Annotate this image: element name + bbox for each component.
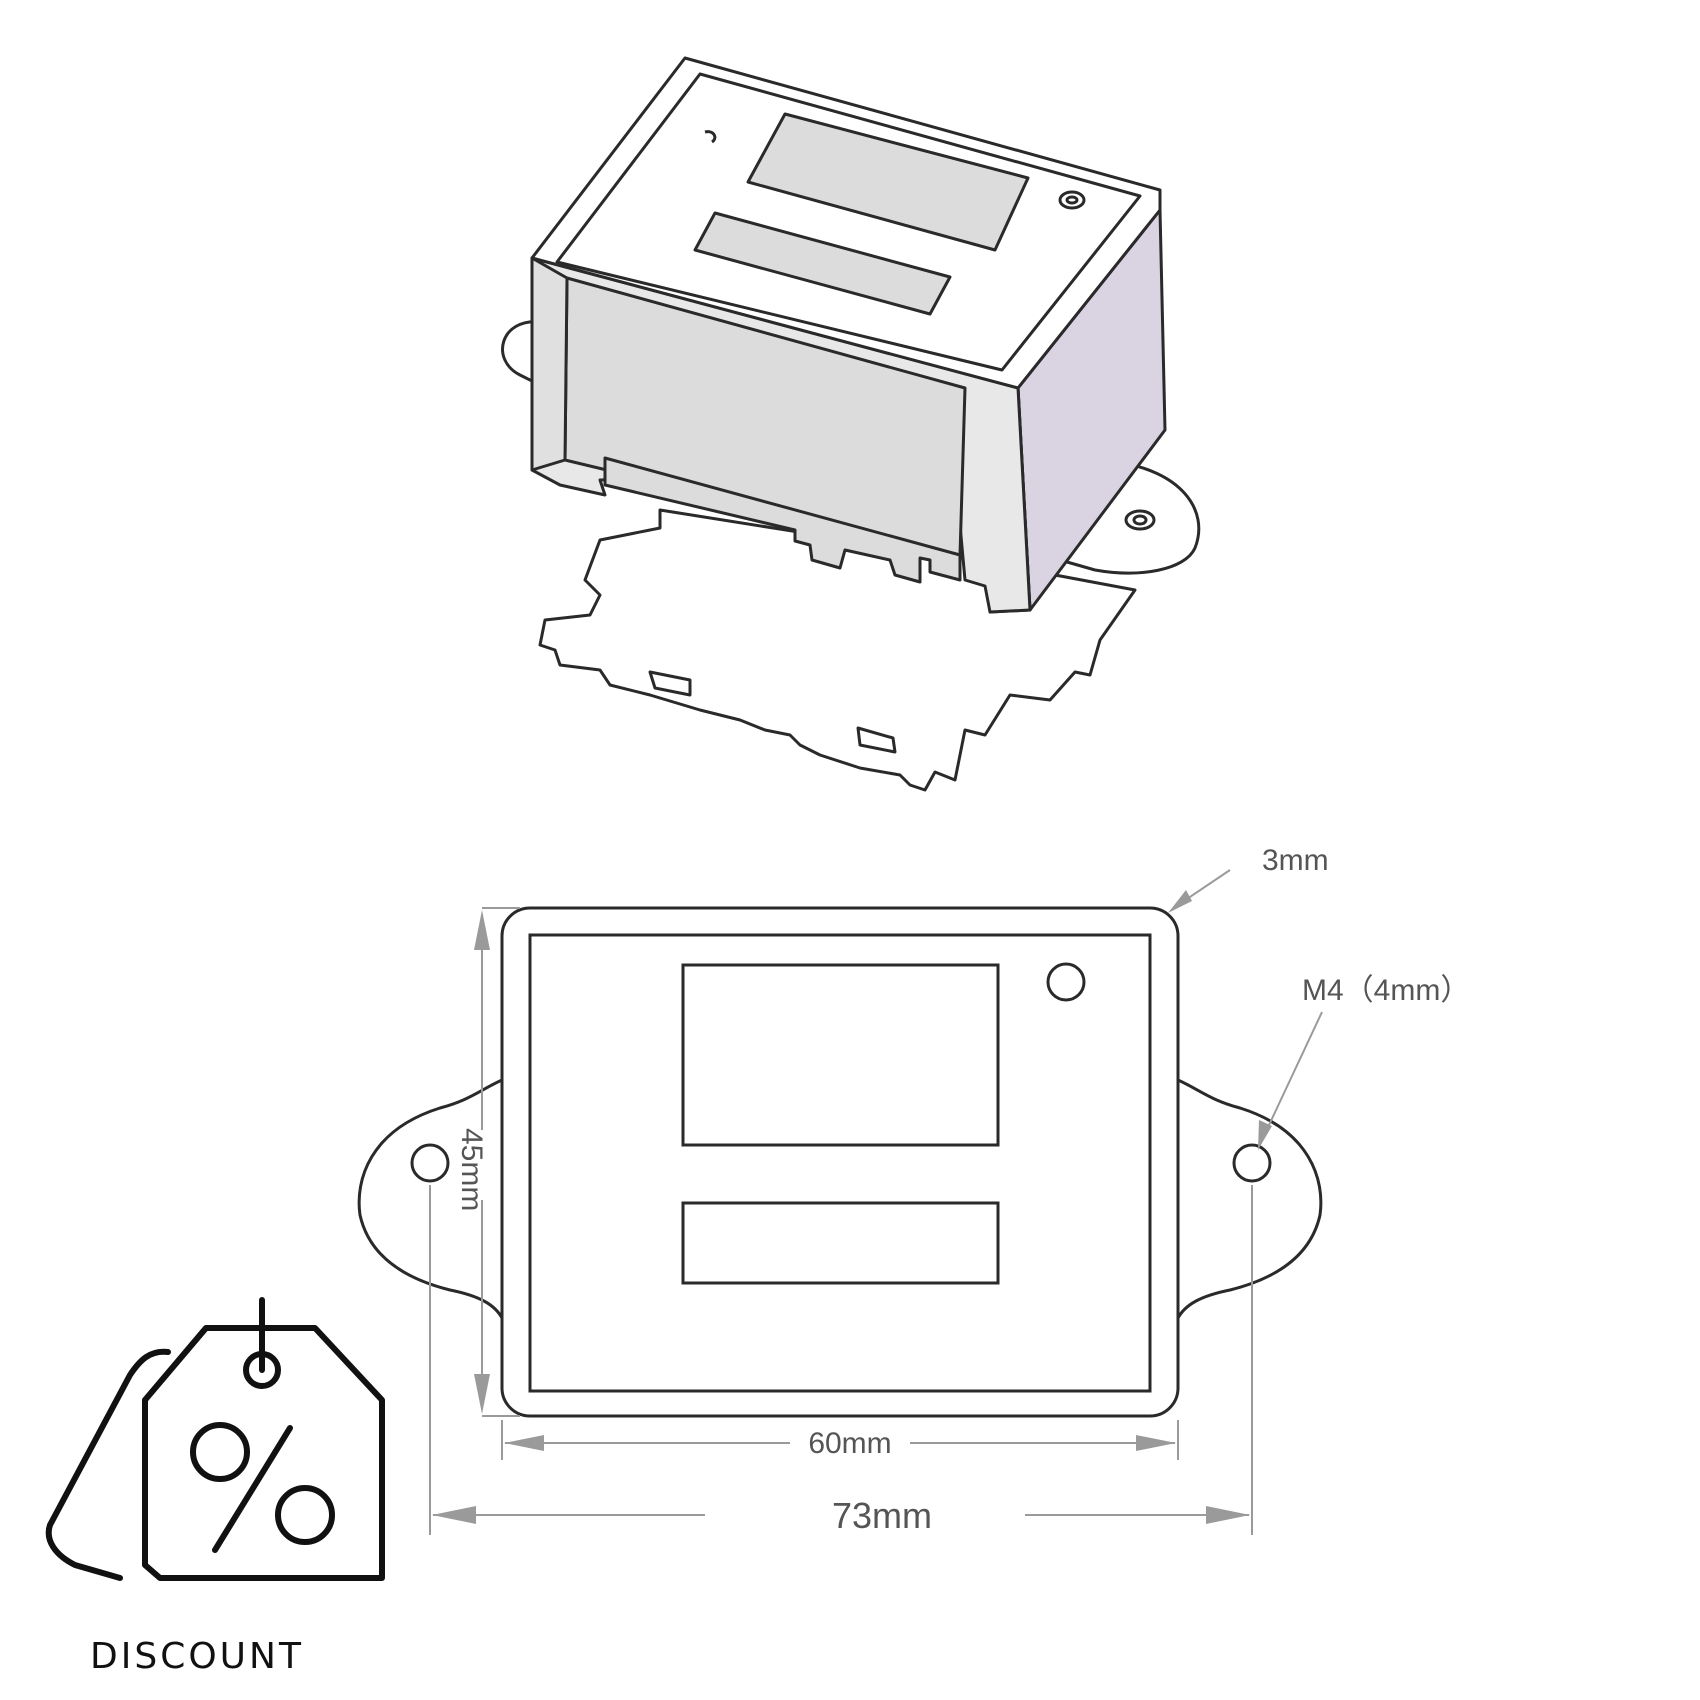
bottom-display-window <box>693 211 952 316</box>
overall-width-label: 73mm <box>832 1495 932 1536</box>
right-mount-ear <box>1058 460 1201 575</box>
case-front-face <box>530 256 1032 614</box>
body-width-label: 60mm <box>808 1427 891 1460</box>
front-top-window <box>681 963 1000 1147</box>
isometric-view <box>501 56 1201 792</box>
dimension-labels: 3mm M4（4mm） 45mm 60mm 73mm <box>455 844 1470 1536</box>
wall-thickness-label: 3mm <box>1262 844 1329 877</box>
dimension-lines <box>429 869 1323 1535</box>
left-mount-hole <box>410 1143 450 1183</box>
case-top-face <box>530 56 1162 390</box>
right-front-ear <box>1176 1078 1323 1319</box>
mount-hole-label: M4（4mm） <box>1302 974 1470 1007</box>
front-indicator-hole <box>1046 962 1086 1002</box>
top-display-window <box>746 112 1030 252</box>
right-mount-hole <box>1232 1143 1272 1183</box>
discount-tag-icon <box>45 1297 385 1581</box>
height-label: 45mm <box>455 1128 488 1211</box>
discount-label: DISCOUNT <box>90 1636 304 1677</box>
front-bottom-window <box>681 1201 1000 1285</box>
front-view <box>357 906 1323 1418</box>
